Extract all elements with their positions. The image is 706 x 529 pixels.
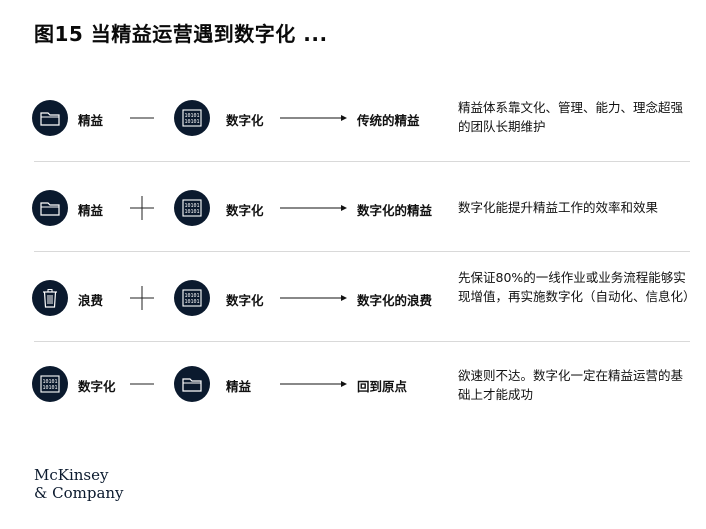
mid-term-label: 数字化 [226,203,264,218]
arrow-right-icon [280,295,347,301]
plus-operator [130,196,154,220]
row-description: 欲速则不达。数字化一定在精益运营的基础上才能成功 [458,368,684,402]
svg-text:10101: 10101 [184,203,199,209]
folder-icon [32,100,68,136]
minus-operator [130,117,154,119]
svg-text:10101: 10101 [184,293,199,299]
trash-icon [32,280,68,316]
minus-operator [130,383,154,385]
folder-icon [174,366,210,402]
svg-text:10101: 10101 [184,209,199,215]
svg-text:10101: 10101 [184,119,199,125]
plus-operator [130,286,154,310]
folder-icon [32,190,68,226]
mckinsey-logo: McKinsey & Company [34,466,124,502]
left-term-label: 数字化 [78,379,116,394]
left-term-label: 精益 [78,203,104,218]
row-description: 精益体系靠文化、管理、能力、理念超强的团队长期维护 [458,100,684,134]
row-divider [34,341,690,342]
left-term-label: 浪费 [78,293,104,308]
page-title: 图15 当精益运营遇到数字化 ... [34,22,328,46]
result-label: 数字化的精益 [357,203,433,218]
result-label: 传统的精益 [357,113,420,128]
svg-text:10101: 10101 [42,379,57,385]
mid-term-label: 数字化 [226,113,264,128]
left-term-label: 精益 [78,113,104,128]
logo-line-1: McKinsey [34,466,109,484]
svg-text:10101: 10101 [184,113,199,119]
svg-text:10101: 10101 [42,385,57,391]
row-divider [34,161,690,162]
arrow-right-icon [280,115,347,121]
logo-line-2: & Company [34,484,124,502]
row-description: 数字化能提升精益工作的效率和效果 [458,200,659,215]
mid-term-label: 精益 [226,379,252,394]
svg-text:10101: 10101 [184,299,199,305]
arrow-right-icon [280,381,347,387]
result-label: 回到原点 [357,379,408,394]
mid-term-label: 数字化 [226,293,264,308]
row-description: 先保证80%的一线作业或业务流程能够实现增值，再实施数字化（自动化、信息化） [458,270,696,304]
row-divider [34,251,690,252]
result-label: 数字化的浪费 [357,293,433,308]
arrow-right-icon [280,205,347,211]
